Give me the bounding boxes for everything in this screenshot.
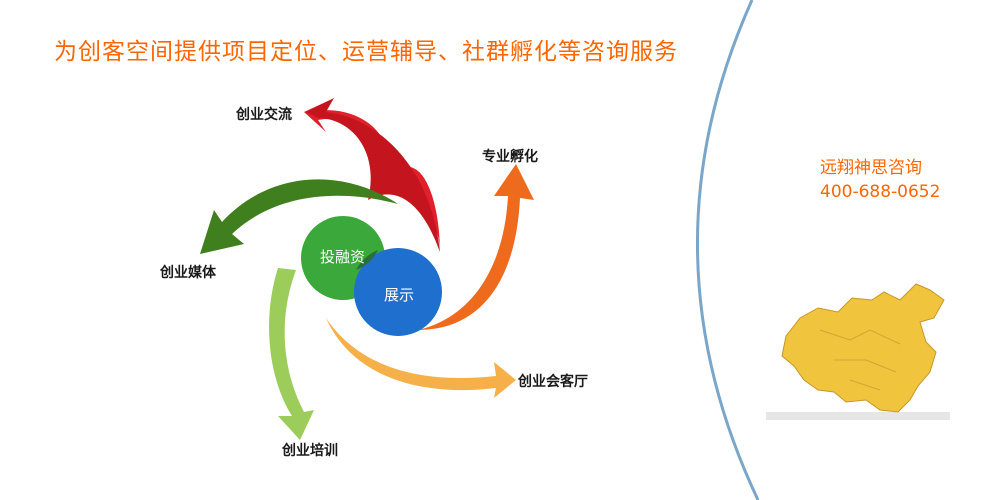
node-label-investment: 投融资 bbox=[320, 248, 366, 266]
china-map-icon bbox=[766, 283, 950, 420]
arrow-chuangye-jiaoliu bbox=[304, 98, 440, 252]
branch-label-chuangye-meiti: 创业媒体 bbox=[160, 265, 216, 281]
branch-label-zhuanye-fuhua: 专业孵化 bbox=[482, 149, 538, 165]
phone-number: 400-688-0652 bbox=[820, 182, 941, 202]
company-name: 远翔神思咨询 bbox=[820, 158, 922, 178]
arrow-chuangye-meiti bbox=[200, 179, 398, 254]
branch-label-chuangye-jiaoliu: 创业交流 bbox=[236, 107, 292, 123]
branch-label-chuangye-peixun: 创业培训 bbox=[282, 443, 338, 459]
node-circle-display bbox=[354, 248, 442, 336]
arrow-chuangye-huiketing bbox=[326, 318, 516, 398]
arrow-chuangye-peixun bbox=[269, 268, 314, 440]
node-label-display: 展示 bbox=[384, 286, 415, 304]
branch-label-chuangye-huiketing: 创业会客厅 bbox=[518, 374, 588, 390]
page-title: 为创客空间提供项目定位、运营辅导、社群孵化等咨询服务 bbox=[54, 39, 678, 65]
decorative-arc bbox=[696, 0, 760, 500]
node-overlap bbox=[356, 250, 378, 270]
arrow-zhuanye-fuhua bbox=[418, 164, 534, 330]
contact-block: 远翔神思咨询 400-688-0652 bbox=[820, 156, 940, 204]
